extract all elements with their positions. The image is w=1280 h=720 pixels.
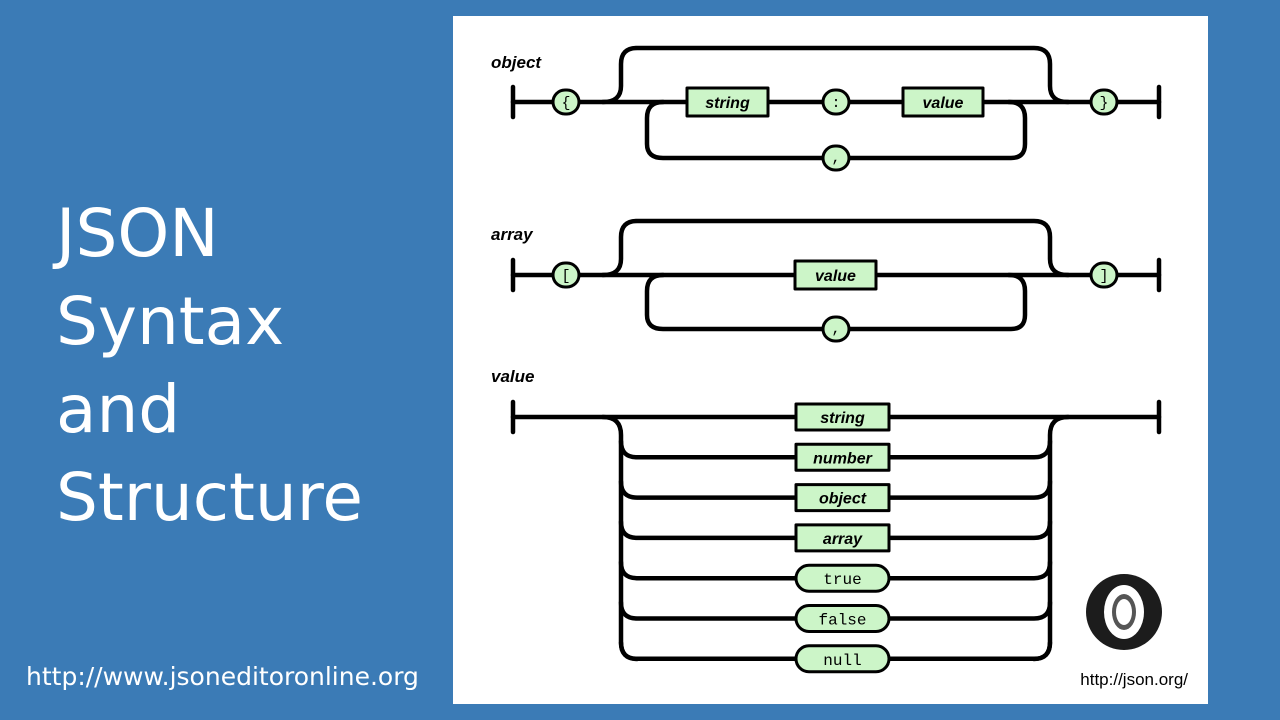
array-rule-label: array (491, 225, 534, 244)
value-rule-label: value (491, 367, 534, 386)
object-key-term: string (685, 86, 770, 118)
svg-text:value: value (815, 268, 856, 285)
title-line: Syntax (56, 283, 285, 360)
value-alternative-number: number (618, 439, 1053, 472)
svg-text:,: , (831, 321, 840, 338)
value-alternative-label: null (823, 652, 861, 670)
diagram-card: object { string : value (453, 16, 1208, 704)
value-alternative-false: false (618, 600, 1053, 633)
value-alternative-object: object (618, 479, 1053, 513)
object-rule-tracks (510, 45, 1162, 161)
title-line: JSON (56, 195, 219, 272)
array-rule-tracks (510, 218, 1162, 332)
syntax-diagram: object { string : value (491, 45, 1188, 689)
object-open-brace: { (551, 88, 581, 116)
svg-text:value: value (923, 95, 964, 112)
value-alternative-label: number (813, 450, 872, 467)
svg-text:]: ] (1099, 268, 1108, 285)
json-logo-icon (1086, 574, 1162, 650)
value-alternative-label: true (823, 571, 861, 589)
object-close-brace: } (1089, 88, 1119, 116)
object-comma: , (821, 144, 851, 172)
title-line: Structure (56, 459, 364, 536)
value-alternatives: string number object array true false null (618, 402, 1053, 674)
value-alternative-true: true (618, 559, 1053, 593)
array-open-bracket: [ (551, 261, 581, 289)
value-alternative-label: object (819, 491, 867, 508)
value-alternative-label: false (818, 612, 866, 630)
value-alternative-array: array (618, 519, 1053, 553)
array-comma: , (821, 315, 851, 343)
value-alternative-string: string (794, 402, 891, 432)
svg-text::: : (831, 95, 840, 112)
value-alternative-label: string (820, 410, 865, 427)
svg-text:[: [ (561, 268, 570, 285)
svg-text:string: string (705, 95, 750, 112)
svg-text:,: , (831, 150, 840, 167)
svg-text:}: } (1099, 95, 1108, 112)
value-alternative-label: array (823, 531, 863, 548)
footer-link[interactable]: http://www.jsoneditoronline.org (26, 662, 419, 691)
array-close-bracket: ] (1089, 261, 1119, 289)
array-value-term: value (793, 259, 878, 291)
source-link[interactable]: http://json.org/ (1080, 670, 1188, 689)
object-value-term: value (901, 86, 985, 118)
title-line: and (56, 371, 181, 448)
object-rule-label: object (491, 53, 542, 72)
slide-title: JSON Syntax and Structure (56, 190, 363, 542)
value-alternative-null: null (618, 640, 1053, 674)
object-colon: : (821, 88, 851, 116)
svg-text:{: { (561, 95, 570, 112)
